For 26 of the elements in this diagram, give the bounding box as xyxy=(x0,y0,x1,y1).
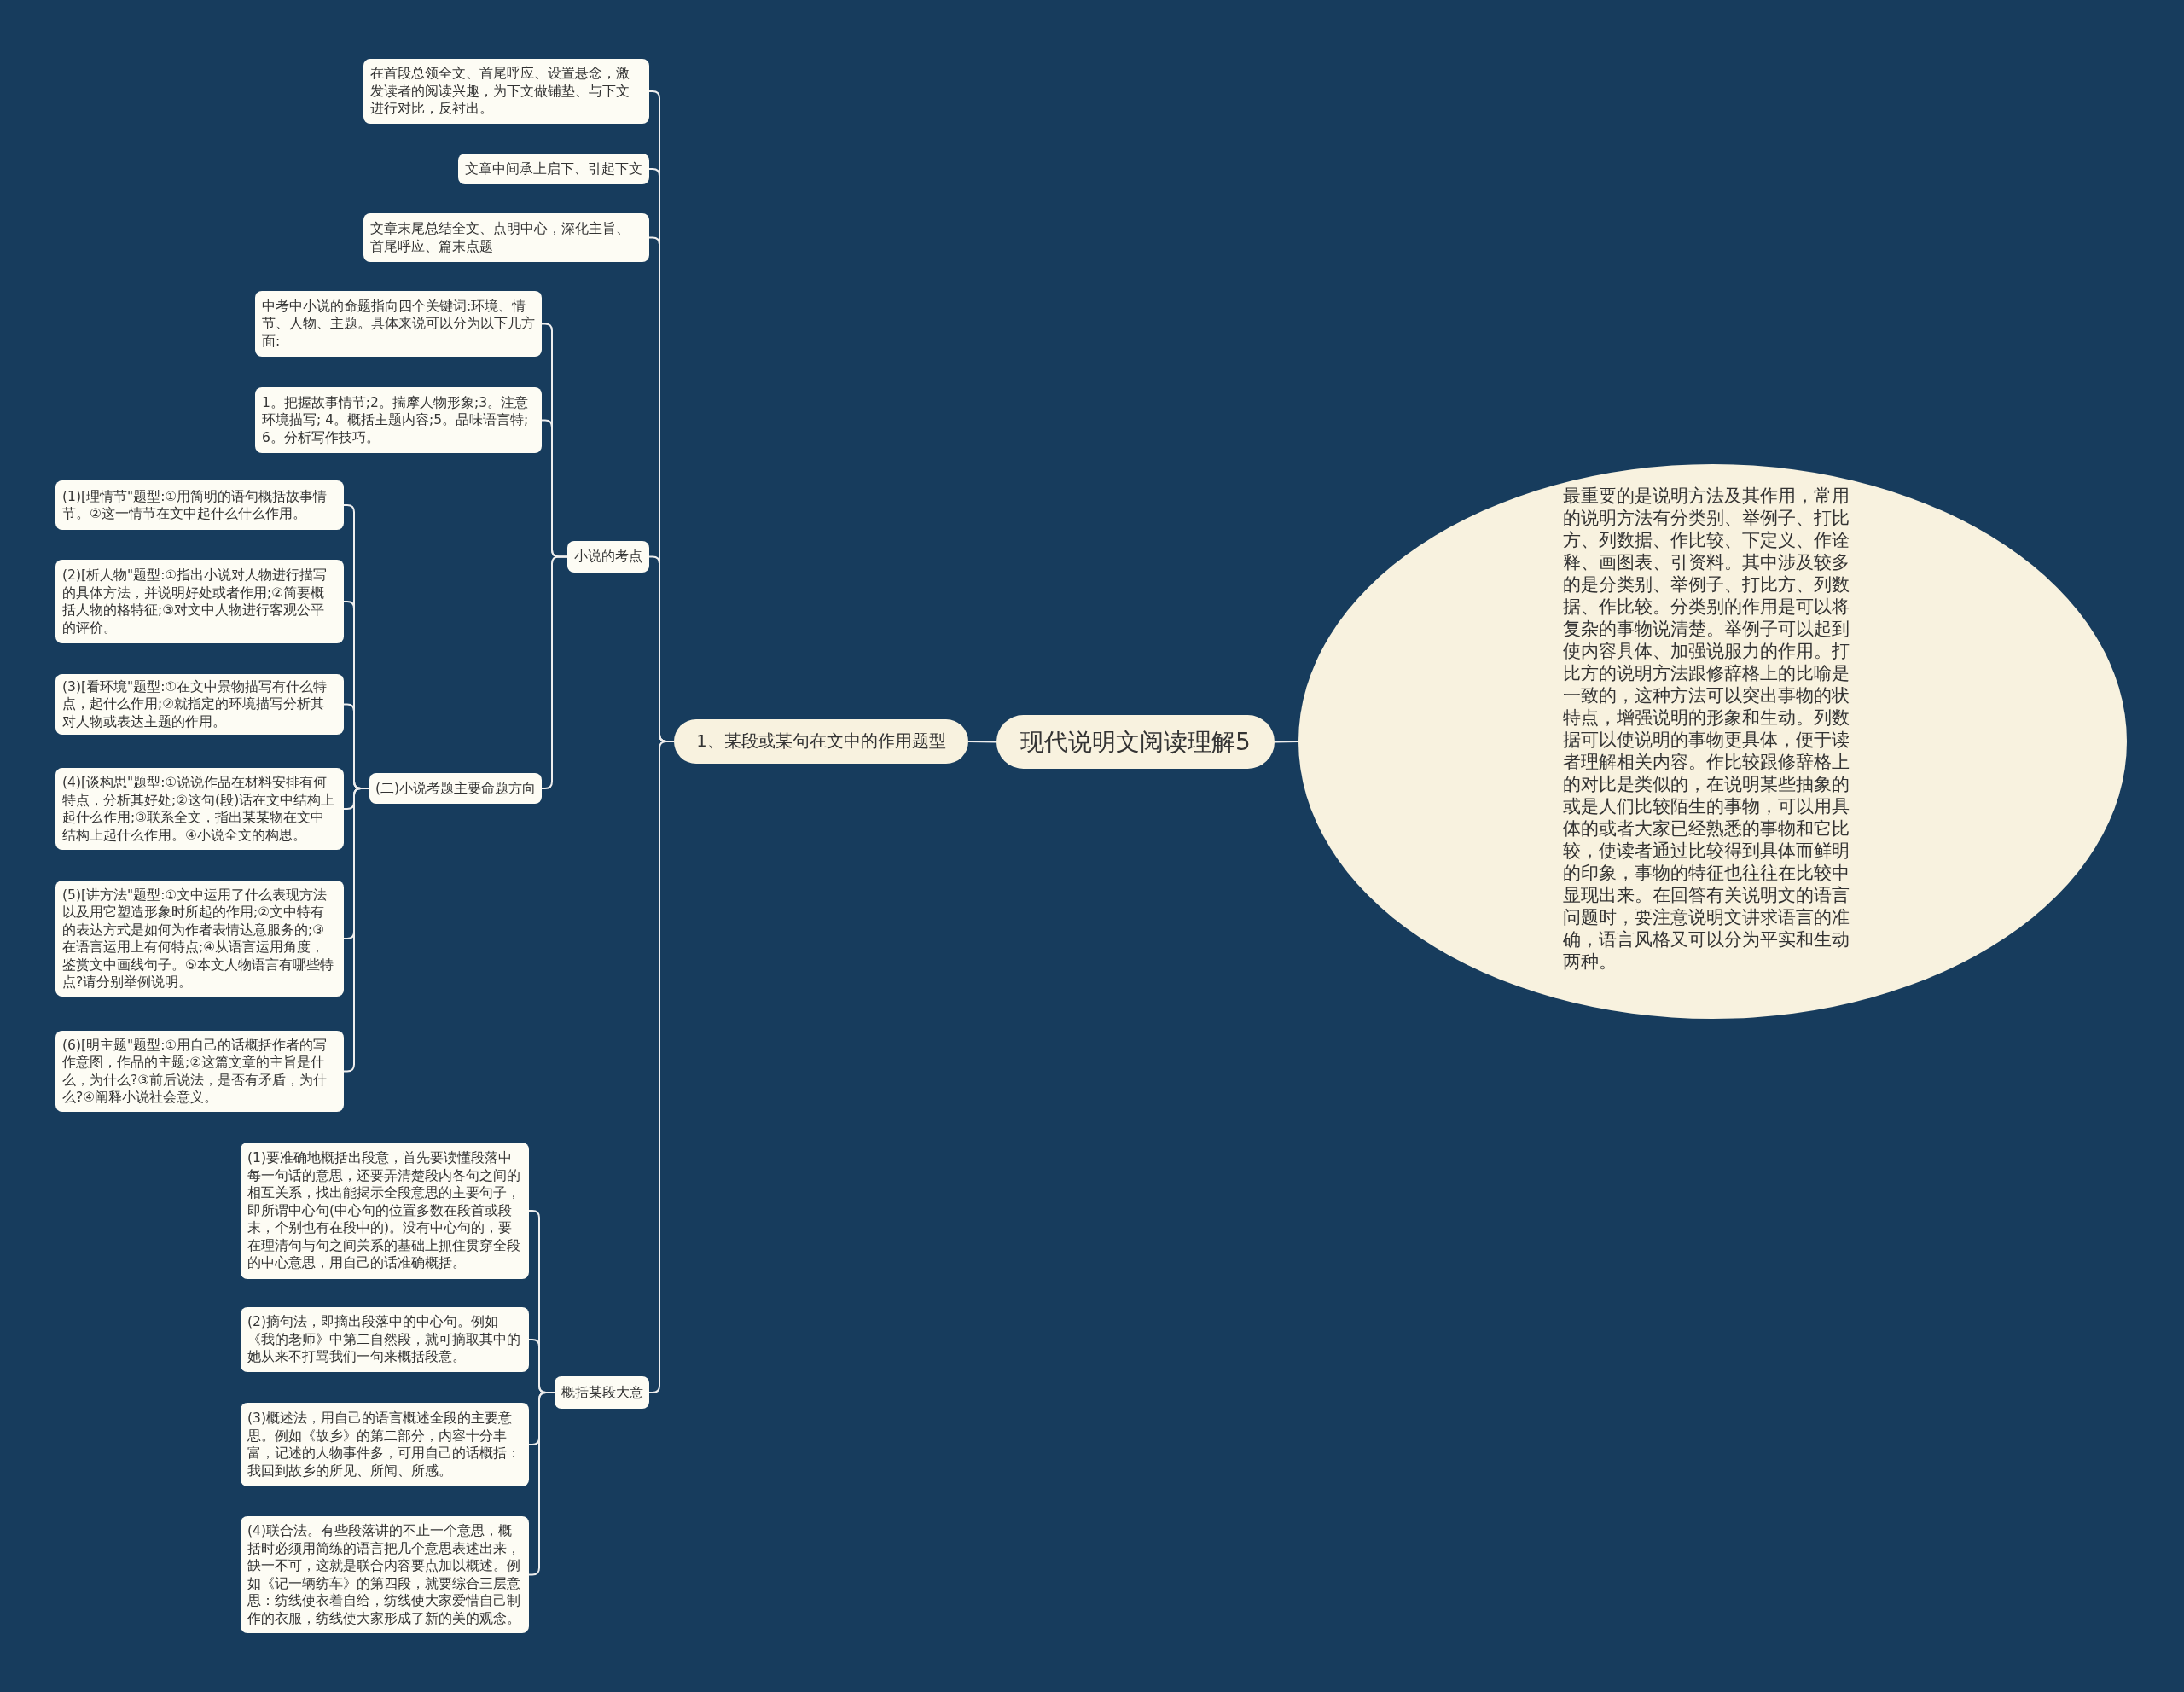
text-box: (3)概述法，用自己的语言概述全段的主要意思。例如《故乡》的第二部分，内容十分丰富，记述的人物事件多，可用自己的话概括：我回到故乡的所见、所闻、所感。 xyxy=(241,1403,529,1486)
ellipse-text: 最重要的是说明方法及其作用，常用的说明方法有分类别、举例子、打比方、列数据、作比较、下定义、作诠释、画图表、引资料。其中涉及较多的是分类别、举例子、打比方、列数据、作比较。分类别的作用是可以将复杂的事物说清楚。举例子可以起到使内容具体、加强说服力的作用。打比方的说明方法跟修辞格上的比喻是一致的，这种方法可以突出事物的状特点，增强说明的形象和生动。列数据可以使说明的事物更具体，便于读者理解相关内容。作比较跟修辞格上的对比是类似的，在说明某些抽象的或是人们比较陌生的事物，可以用具体的或者大家已经熟悉的事物和它比较，使读者通过比较得到具体而鲜明的印象，事物的特征也往往在比较中显现出来。在回答有关说明文的语言问题时，要注意说明文讲求语言的准确，语言风格又可以分为平实和生动两种。 xyxy=(1563,485,1850,973)
text-box: 文章中间承上启下、引起下文 xyxy=(458,154,649,184)
text-box: 中考中小说的命题指向四个关键词:环境、情节、人物、主题。具体来说可以分为以下几方面: xyxy=(255,291,542,357)
text-box: (1)要准确地概括出段意，首先要读懂段落中每一句话的意思，还要弄清楚段内各句之间的相互关系，找出能揭示全段意思的主要句子，即所谓中心句(中心句的位置多数在段首或段末，个别也有在段中的)。没有中心句的，要在理清句与句之间关系的基础上抓住贯穿全段的中心意思，用自己的话准确概括。 xyxy=(241,1143,529,1279)
text-box: (5)[讲方法"题型:①文中运用了什么表现方法以及用它塑造形象时所起的作用;②文中特有的表达方式是如何为作者表情达意服务的;③在语言运用上有何特点;④从语言运用角度，鉴赏文中画线句子。⑤本文人物语言有哪些特点?请分别举例说明。 xyxy=(55,881,344,997)
connector-line xyxy=(343,788,370,1073)
text-box: 文章末尾总结全文、点明中心，深化主旨、首尾呼应、篇末点题 xyxy=(363,213,649,262)
connector-line xyxy=(528,1392,555,1576)
text-box: (4)[谈构思"题型:①说说作品在材料安排有何特点，分析其好处;②这句(段)话在文中结构上起什么作用;③联系全文，指出某某物在文中结构上起什么作用。④小说全文的构思。 xyxy=(55,768,344,850)
topic-pill: 1、某段或某句在文中的作用题型 xyxy=(674,719,968,764)
text-box: 1。把握故事情节;2。揣摩人物形象;3。注意环境描写; 4。概括主题内容;5。品味语言特;6。分析写作技巧。 xyxy=(255,387,542,453)
text-box: (6)[明主题"题型:①用自己的话概括作者的写作意图，作品的主题;②这篇文章的主旨是什么，为什么?③前后说法，是否有矛盾，为什么?④阐释小说社会意义。 xyxy=(55,1031,344,1112)
connector-line xyxy=(967,741,997,743)
text-box: 在首段总领全文、首尾呼应、设置悬念，激发读者的阅读兴趣，为下文做铺垫、与下文进行对比，反衬出。 xyxy=(363,59,649,124)
text-box: (3)[看环境"题型:①在文中景物描写有什么特点，起什么作用;②就指定的环境描写分析其对人物或表达主题的作用。 xyxy=(55,674,344,735)
label-box: (二)小说考题主要命题方向 xyxy=(369,773,542,804)
label-box: 小说的考点 xyxy=(567,541,649,573)
root-pill: 现代说明文阅读理解5 xyxy=(996,715,1275,769)
connector-line xyxy=(1274,741,1299,743)
text-box: (2)摘句法，即摘出段落中的中心句。例如《我的老师》中第二自然段，就可摘取其中的她从来不打骂我们一句来概括段意。 xyxy=(241,1307,529,1372)
text-box: (1)[理情节"题型:①用简明的语句概括故事情节。②这一情节在文中起什么什么作用。 xyxy=(55,480,344,530)
text-box: (2)[析人物"题型:①指出小说对人物进行描写的具体方法，并说明好处或者作用;②简要概括人物的格特征;③对文中人物进行客观公平的评价。 xyxy=(55,560,344,643)
text-box: (4)联合法。有些段落讲的不止一个意思，概括时必须用简练的语言把几个意思表述出来，缺一不可，这就是联合内容要点加以概述。例如《记一辆纺车》的第四段，就要综合三层意思：纺线使衣着自给，纺线使大家爱惜自己制作的衣服，纺线使大家形成了新的美的观念。 xyxy=(241,1516,529,1633)
connector-line xyxy=(541,555,568,789)
label-box: 概括某段大意 xyxy=(555,1376,649,1409)
